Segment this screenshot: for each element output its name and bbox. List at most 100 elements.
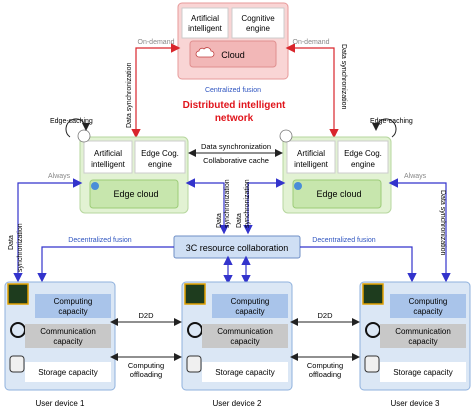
edge-left-ai-box (83, 140, 133, 174)
edge-block-right: Artificial intelligent Edge Cog. engine … (279, 129, 392, 214)
edge-left-ai-2: intelligent (91, 160, 126, 169)
data-sync-outer-right: Data synchronization (439, 190, 446, 255)
edge-right-cog-box (337, 140, 389, 174)
edge-right-cloud-label: Edge cloud (316, 189, 361, 199)
edge-right-center-link (243, 178, 286, 235)
storage-capacity-box (25, 362, 111, 382)
communication-capacity-label-1: Communication (395, 327, 451, 336)
user-device-2: ComputingcapacityCommunicationcapacitySt… (181, 281, 293, 408)
data-sync-center-a: Data (216, 213, 223, 228)
edge-caching-left-loop (65, 118, 90, 138)
on-demand-right: On-demand (293, 39, 330, 46)
decentralized-right-link (300, 246, 417, 283)
data-sync-middle-label: Data synchronization (201, 142, 271, 151)
storage-capacity-box (202, 362, 288, 382)
data-sync-outer-left-1: Data (8, 235, 15, 250)
computing-capacity-box (212, 294, 288, 318)
computing-capacity-label-1: Computing (231, 297, 270, 306)
edge-left-db-icon (77, 129, 91, 143)
cloud-edge-left-link (131, 43, 181, 139)
communication-capacity-box (380, 324, 466, 348)
cloud-cog-label-1: Cognitive (241, 14, 275, 23)
always-left-label: Always (48, 173, 71, 180)
communication-capacity-label-1: Communication (40, 327, 96, 336)
edge-left-cog-2: engine (148, 160, 173, 169)
edge-left-cog-1: Edge Cog. (141, 149, 179, 158)
cloud-cog-label-2: engine (246, 24, 271, 33)
network-title-line-1: Distributed intelligent (183, 100, 286, 111)
always-right-link (388, 178, 451, 283)
decentralized-left-label: Decentralized fusion (68, 237, 132, 244)
edge-left-ai-1: Artificial (94, 149, 122, 158)
computing-capacity-label-2: capacity (235, 307, 264, 316)
cloud-icon (195, 47, 215, 58)
edge-right-ai-1: Artificial (297, 149, 325, 158)
data-sync-center-b: synchronization (224, 179, 231, 228)
edge-caching-left-label: Edge-caching (50, 118, 93, 125)
storage-capacity-label: Storage capacity (393, 368, 453, 377)
edge-left-cog-box (134, 140, 186, 174)
network-title-line-2: network (215, 113, 254, 124)
communication-capacity-label-1: Communication (217, 327, 273, 336)
device-3-caption: User device 3 (391, 399, 440, 408)
edge-caching-right-label: Edge-caching (370, 118, 413, 125)
cpu-chip-icon (362, 283, 384, 305)
d2d-left-label: D2D (138, 311, 154, 320)
computing-capacity-label-1: Computing (54, 297, 93, 306)
device-2-caption: User device 2 (213, 399, 262, 408)
cpu-chip-icon (184, 283, 206, 305)
edge-right-ai-box (286, 140, 336, 174)
always-left-link (13, 178, 83, 283)
edge-right-cog-2: engine (351, 160, 376, 169)
storage-capacity-box (380, 362, 466, 382)
communication-capacity-label-2: capacity (408, 337, 437, 346)
data-sync-right-label: Data synchronization (340, 44, 347, 109)
computing-capacity-box (35, 294, 111, 318)
communication-capacity-label-2: capacity (53, 337, 82, 346)
storage-capacity-label: Storage capacity (38, 368, 98, 377)
edge-block-left: Artificial intelligent Edge Cog. engine … (77, 129, 189, 214)
cloud-edge-right-link (285, 43, 339, 139)
data-sync-center2-b: synchronization (244, 179, 251, 228)
offload-left-2: offloading (130, 370, 162, 379)
data-sync-center2-a: Data (236, 213, 243, 228)
edge-left-node-icon (91, 182, 99, 190)
devices-layer: ComputingcapacityCommunicationcapacitySt… (4, 281, 471, 408)
cloud-ai-label-1: Artificial (191, 14, 219, 23)
computing-capacity-box (390, 294, 466, 318)
always-right-label: Always (404, 173, 427, 180)
data-sync-outer-left-2: synchronization (17, 223, 24, 272)
cloud-ai-label-2: intelligent (188, 24, 223, 33)
edge-right-ai-2: intelligent (294, 160, 329, 169)
computing-capacity-label-1: Computing (409, 297, 448, 306)
collaborative-cache-label: Collaborative cache (203, 156, 269, 165)
centralized-fusion-caption: Centralized fusion (205, 87, 261, 94)
communication-capacity-box (202, 324, 288, 348)
storage-capacity-label: Storage capacity (215, 368, 275, 377)
cpu-chip-icon (7, 283, 29, 305)
d2d-right-label: D2D (317, 311, 333, 320)
edge-right-node-icon (294, 182, 302, 190)
storage-drum-icon (364, 355, 380, 373)
edge-caching-right-loop (372, 118, 397, 138)
storage-drum-icon (186, 355, 202, 373)
offload-right-1: Computing (307, 361, 343, 370)
storage-drum-icon (9, 355, 25, 373)
on-demand-left: On-demand (138, 39, 175, 46)
communication-capacity-label-2: capacity (230, 337, 259, 346)
cloud-label: Cloud (221, 50, 245, 60)
edge-left-cloud-box (89, 179, 179, 209)
computing-capacity-label-2: capacity (413, 307, 442, 316)
cloud-cog-box (231, 7, 285, 39)
offload-left-1: Computing (128, 361, 164, 370)
decentralized-right-label: Decentralized fusion (312, 237, 376, 244)
cloud-box (189, 40, 277, 68)
computing-capacity-label-2: capacity (58, 307, 87, 316)
offload-right-2: offloading (309, 370, 341, 379)
edge-left-center-link (185, 178, 229, 235)
edge-left-cloud-label: Edge cloud (113, 189, 158, 199)
user-device-3: ComputingcapacityCommunicationcapacitySt… (359, 281, 471, 408)
decentralized-left-link (37, 246, 174, 283)
